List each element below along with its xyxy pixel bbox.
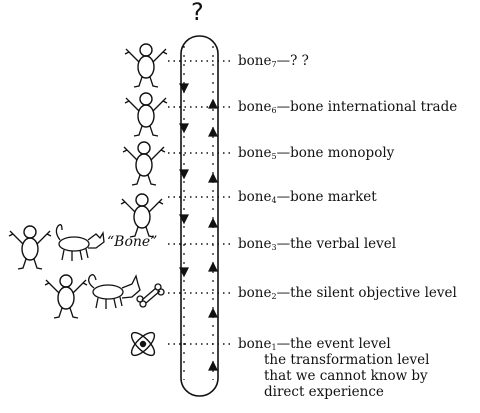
level-label-1: bone1—the event level (238, 336, 391, 352)
level-connectors (168, 60, 234, 345)
person-figure-level-4 (120, 193, 164, 238)
person-figure-objective (44, 274, 88, 319)
arrow-up-icon (208, 172, 218, 183)
up-arrows (208, 46, 218, 380)
down-arrows (179, 46, 189, 380)
top-question-mark: ? (191, 0, 204, 26)
arrow-down-icon (179, 267, 189, 278)
person-figure-verbal (8, 225, 52, 270)
arrow-down-icon (179, 214, 189, 225)
atom-icon (130, 331, 156, 357)
dog-speech-word: “Bone” (107, 234, 158, 250)
arrow-up-icon (208, 126, 218, 137)
arrow-up-icon (208, 307, 218, 318)
event-note-line-2: that we cannot know by (264, 368, 428, 384)
level-label-5: bone5—bone monopoly (238, 145, 395, 161)
dog-figure-verbal (55, 224, 105, 261)
arrow-up-icon (208, 217, 218, 228)
event-note-line-3: direct experience (264, 384, 384, 400)
person-figure-level-5 (122, 141, 166, 186)
bone-icon (136, 283, 165, 308)
person-figure-level-6 (124, 92, 168, 137)
event-note-line-1: the transformation level (264, 352, 430, 368)
arrow-up-icon (208, 98, 218, 109)
level-label-2: bone2—the silent objective level (238, 285, 457, 301)
person-figure-level-7 (124, 43, 168, 88)
dog-figure-objective (88, 274, 141, 309)
level-label-7: bone7—? ? (238, 53, 309, 69)
level-label-3: bone3—the verbal level (238, 236, 397, 252)
arrow-up-icon (208, 360, 218, 371)
arrow-up-icon (208, 261, 218, 272)
arrow-down-icon (179, 169, 189, 180)
arrow-down-icon (179, 83, 189, 94)
arrow-down-icon (179, 123, 189, 134)
level-label-6: bone6—bone international trade (238, 99, 458, 115)
level-label-4: bone4—bone market (238, 189, 377, 205)
